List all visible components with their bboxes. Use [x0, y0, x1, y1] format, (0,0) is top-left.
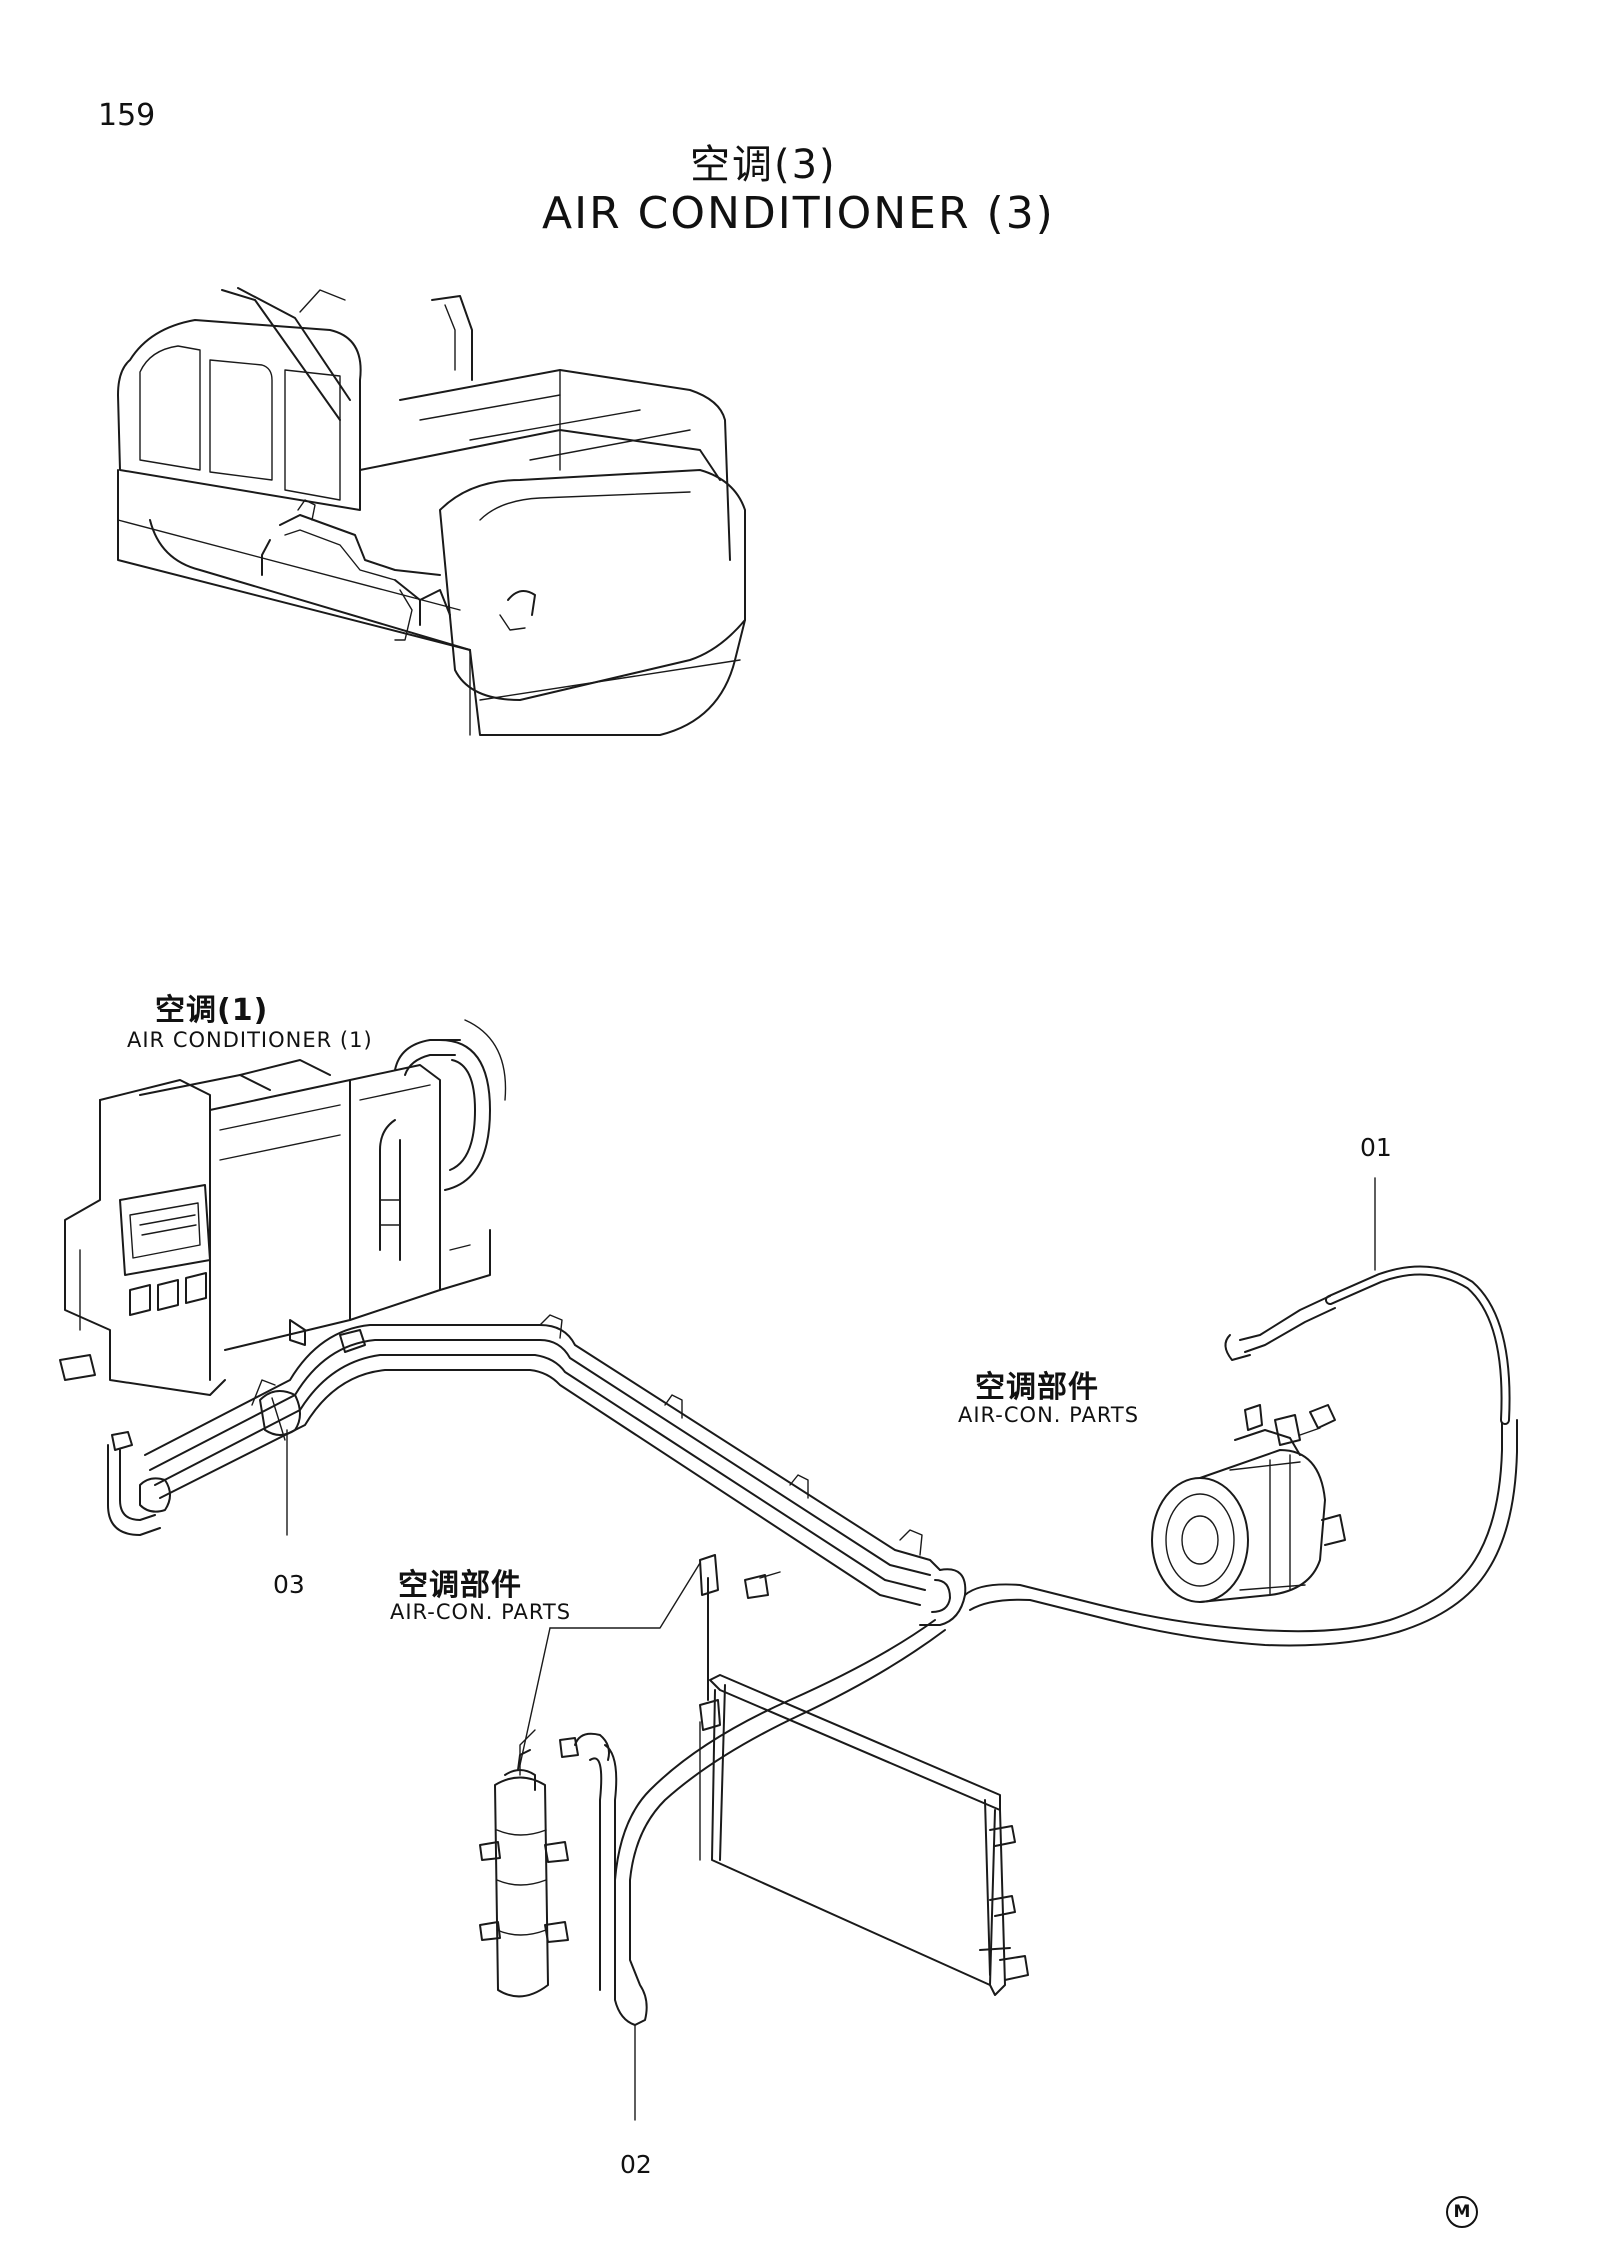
- ref-label-ac-parts-english: AIR-CON. PARTS: [958, 1403, 1140, 1427]
- page-title-chinese: 空调(3): [690, 142, 837, 188]
- callout-01: 01: [1360, 1133, 1392, 1162]
- leader-lines: [286, 1177, 1376, 2121]
- ref-label-ac1-chinese: 空调(1): [155, 993, 269, 1028]
- callout-02: 02: [620, 2150, 652, 2179]
- ref-label-ac-parts-2-english: AIR-CON. PARTS: [390, 1600, 572, 1624]
- air-conditioner-unit-drawing: [59, 1019, 507, 1396]
- catalog-mark-symbol: M: [1446, 2196, 1478, 2228]
- page-number: 159: [98, 98, 156, 133]
- callout-03: 03: [273, 1570, 305, 1599]
- ref-label-ac-parts-chinese: 空调部件: [975, 1370, 1099, 1405]
- receiver-drier-drawing: [479, 1729, 569, 1998]
- excavator-overview-drawing: [117, 287, 746, 736]
- page-title-english: AIR CONDITIONER (3): [542, 188, 1055, 239]
- ref-label-ac-parts-2-chinese: 空调部件: [398, 1568, 522, 1603]
- condenser-drawing: [699, 1554, 1029, 1996]
- compressor-drawing: [1151, 1404, 1346, 1603]
- ref-label-ac1-english: AIR CONDITIONER (1): [127, 1028, 373, 1052]
- piping-lines: [107, 1265, 1518, 2026]
